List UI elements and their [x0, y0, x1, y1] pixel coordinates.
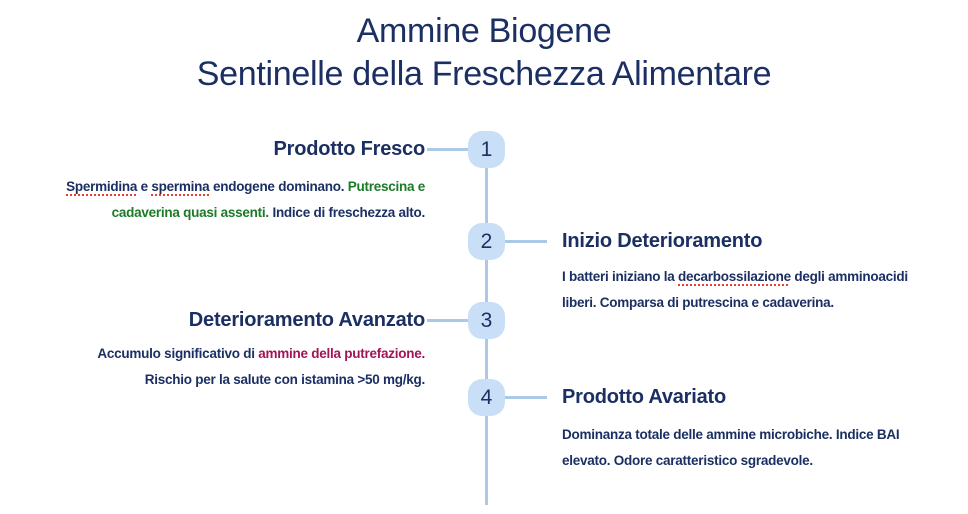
timeline-node-number: 1 — [480, 137, 493, 161]
timeline-item-title-prodotto-fresco: Prodotto Fresco — [273, 138, 426, 160]
timeline-node-3: 3 — [468, 302, 505, 339]
timeline-node-4: 4 — [468, 379, 505, 416]
timeline-node-number: 4 — [480, 385, 493, 409]
timeline-connector-2 — [505, 240, 547, 243]
timeline-connector-4 — [505, 396, 547, 399]
timeline-item-title-deterioramento-avanzato: Deterioramento Avanzato — [188, 309, 425, 331]
timeline-item-description-deterioramento-avanzato: Accumulo significativo di ammine della p… — [97, 346, 425, 387]
timeline-node-2: 2 — [468, 223, 505, 260]
timeline-connector-3 — [427, 319, 468, 322]
timeline-item-description-inizio-deterioramento: I batteri iniziano la decarbossilazione … — [562, 269, 908, 310]
timeline-item-description-prodotto-fresco: Spermidina e spermina endogene dominano.… — [66, 179, 425, 220]
timeline-item-title-prodotto-avariato: Prodotto Avariato — [562, 386, 727, 408]
timeline-node-1: 1 — [468, 131, 505, 168]
timeline-item-description-prodotto-avariato: Dominanza totale delle ammine microbiche… — [562, 427, 900, 468]
timeline-item-title-inizio-deterioramento: Inizio Deterioramento — [562, 230, 763, 252]
timeline-node-number: 2 — [480, 229, 493, 253]
page-title: Ammine Biogene Sentinelle della Freschez… — [196, 12, 772, 93]
timeline-connector-1 — [427, 148, 468, 151]
timeline-node-number: 3 — [480, 308, 493, 332]
